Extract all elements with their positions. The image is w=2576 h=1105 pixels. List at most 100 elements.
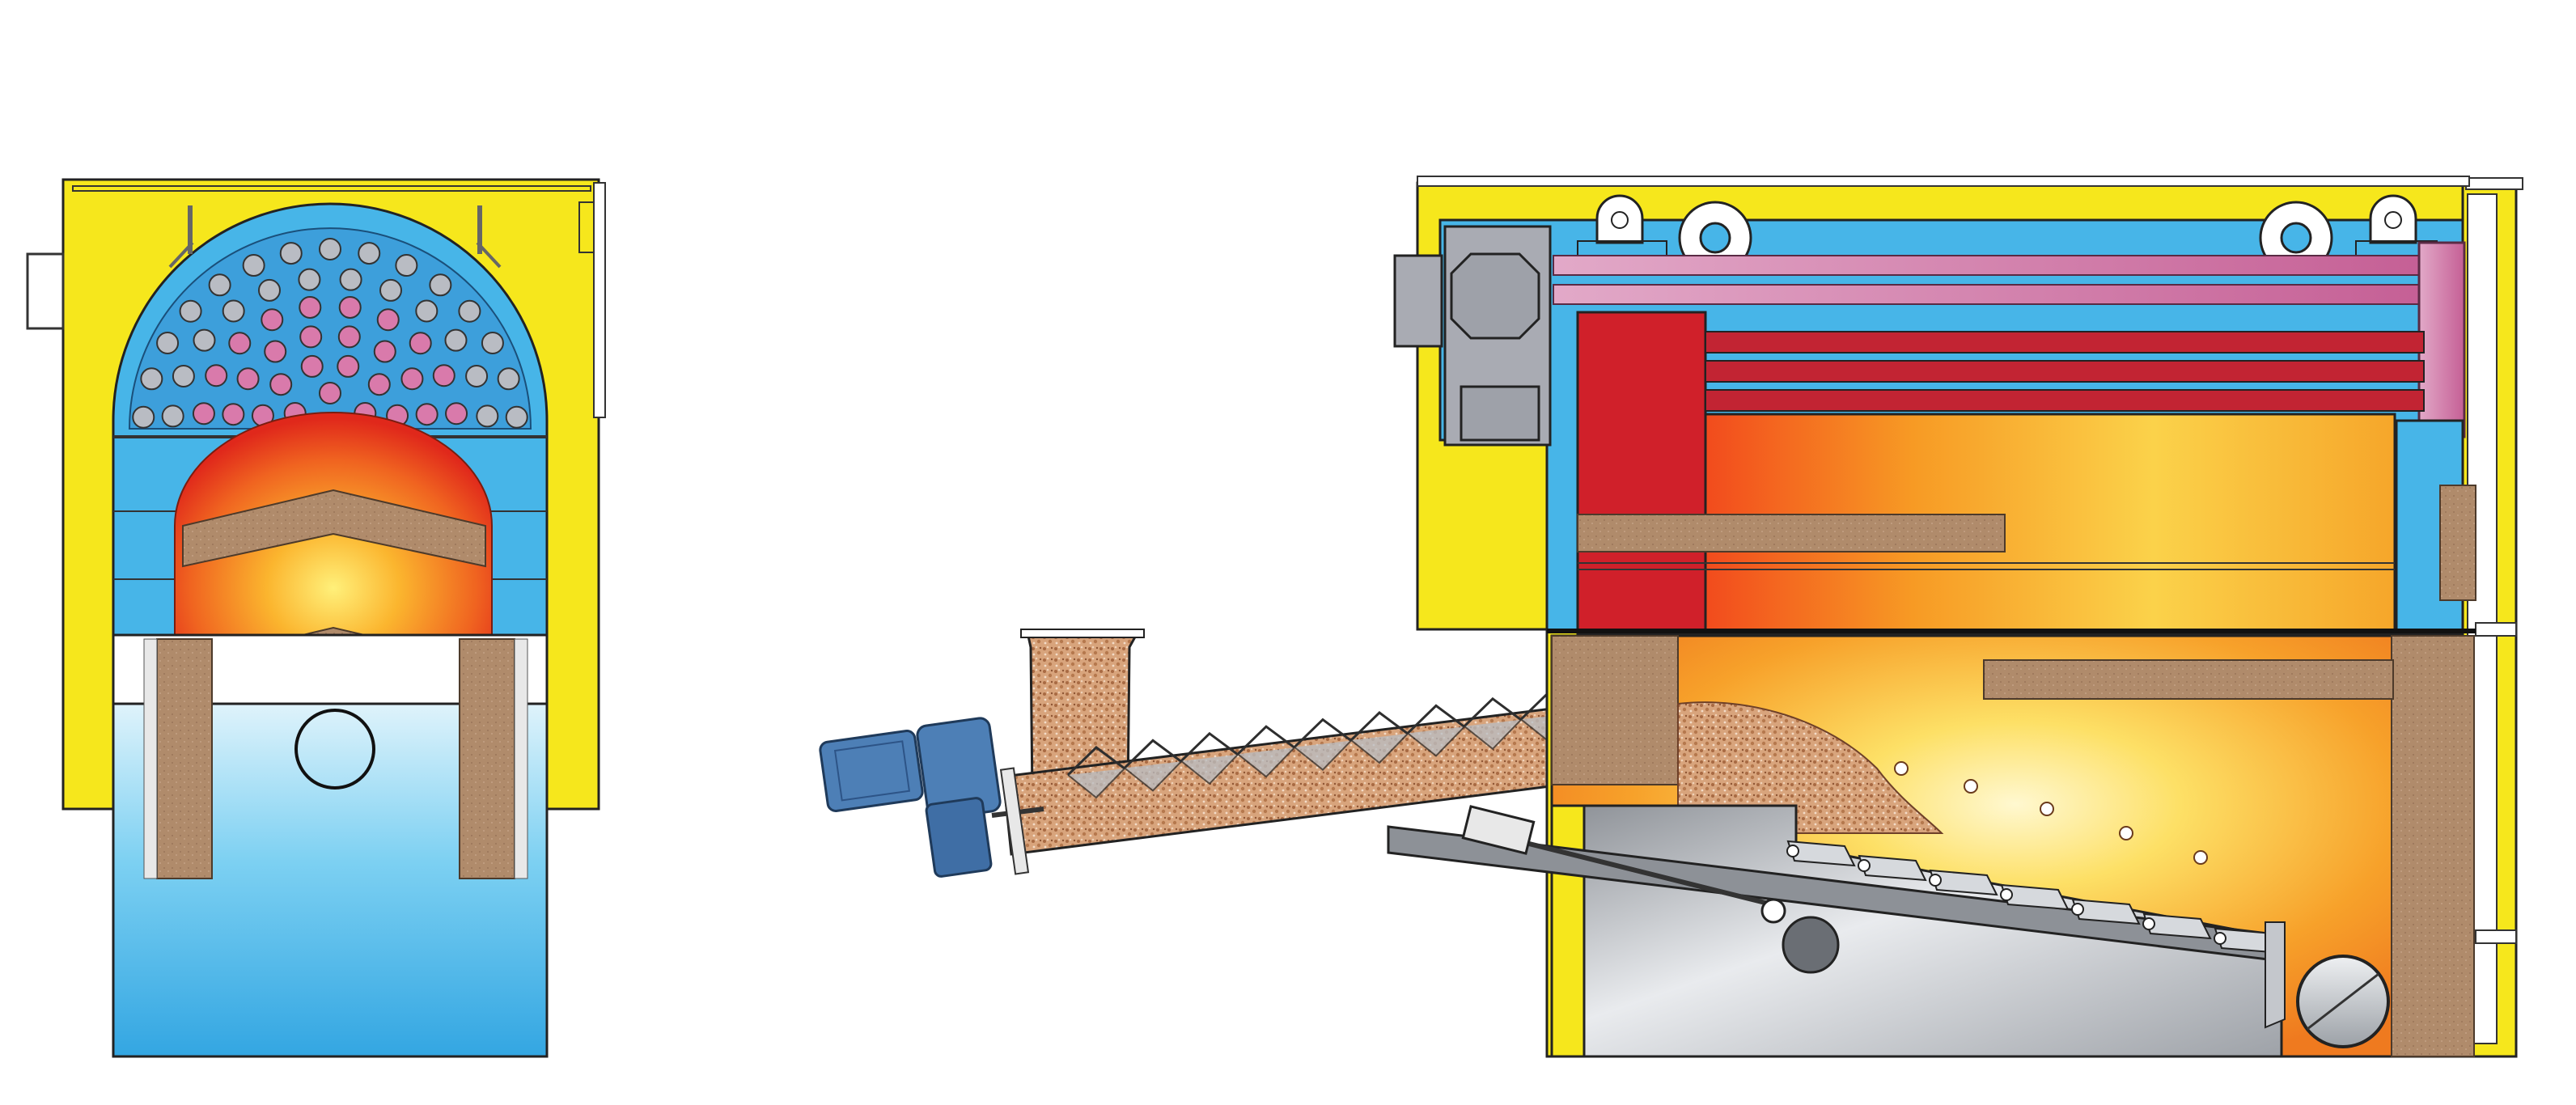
front-liner-left [143, 638, 158, 879]
grate-rear-plate [2265, 921, 2286, 1029]
fuel-pile [1677, 701, 1944, 834]
side-top-frame [1417, 176, 2470, 187]
front-side-bar-right [593, 182, 606, 418]
smoke-tube-pink [236, 367, 260, 391]
hot-tube-2 [1705, 360, 2425, 383]
grate-step-roller [1929, 874, 1942, 887]
refractory-arch [1983, 659, 2394, 700]
front-side-flange-left [26, 252, 65, 330]
inspection-hatch [1460, 385, 1540, 442]
hot-gas-tubes [1576, 311, 2425, 636]
refractory-rear-wall [2391, 635, 2475, 1057]
front-refractory-right [459, 638, 515, 879]
smoke-tube-grey [481, 332, 504, 354]
smoke-tube-grey [179, 299, 202, 323]
side-rear-cap [2465, 177, 2523, 190]
smoke-tube-grey [140, 367, 163, 391]
front-bracket-right [477, 205, 482, 254]
flange-right-bore [2280, 222, 2312, 254]
smoke-return-chamber [2417, 241, 2466, 438]
refractory-front-wall [1551, 635, 1679, 785]
smoke-tube-pink [228, 332, 252, 355]
front-flame [174, 412, 493, 696]
smoke-tube-grey [429, 273, 452, 297]
smoke-tube-grey [279, 242, 303, 265]
smoke-tube-grey [132, 405, 155, 429]
flange-left-bore [1699, 222, 1731, 254]
smoke-tube-pink [269, 373, 293, 396]
front-baffle-upper [182, 489, 486, 568]
smoke-tube-2 [1553, 284, 2428, 305]
smoke-tube-1 [1553, 255, 2428, 276]
fuel-hopper-rim [1020, 629, 1145, 638]
front-tube-sheet [128, 227, 532, 430]
smoke-tube-grey [298, 268, 321, 291]
front-refractory-left [156, 638, 213, 879]
smoke-tube-grey [193, 328, 216, 352]
screw-flight [1180, 731, 1239, 762]
smoke-tube-grey [156, 332, 180, 354]
screw-feeder [819, 629, 1693, 878]
screw-flight-lower [1350, 733, 1409, 764]
smoke-tube-grey [465, 364, 489, 387]
grate-pivot [1760, 898, 1786, 924]
grate-step-roller [2214, 932, 2226, 945]
screw-flight [1123, 739, 1182, 769]
ash-auger-outlet-line [2307, 972, 2379, 1031]
smoke-tube-pink [400, 367, 424, 391]
front-smoke-tubes-upper [132, 238, 528, 429]
smoke-tube-pink [338, 295, 362, 319]
moving-grate [1387, 805, 2286, 1029]
front-liner-right [514, 638, 528, 879]
front-hot-chamber [1576, 311, 1707, 636]
smoke-tube-grey [222, 299, 245, 323]
smoke-tube-grey [395, 254, 418, 277]
smoke-tube-grey [444, 328, 468, 352]
air-nozzle [2193, 850, 2208, 865]
smoke-tube-grey [379, 278, 403, 302]
screw-flight [1236, 725, 1295, 756]
smoke-box [1393, 254, 1443, 348]
air-nozzle [1964, 779, 1978, 794]
screw-flight-lower [1180, 754, 1239, 785]
smoke-tube-pink [319, 382, 341, 404]
grate-actuator [1461, 805, 1536, 855]
smoke-tube-grey [358, 242, 381, 265]
screw-flight-lower [1464, 719, 1522, 751]
air-nozzle [2040, 802, 2054, 816]
screw-flight [1463, 696, 1522, 727]
smoke-tube-grey [319, 238, 341, 260]
front-bracket-right-strut [476, 241, 502, 269]
smoke-tube-pink [409, 332, 432, 355]
smoke-tube-pink [299, 325, 323, 349]
front-bracket-left-strut [168, 241, 194, 269]
smoke-tube-pink [300, 354, 324, 378]
feeder-motor-body [819, 730, 924, 812]
smoke-tube-grey [497, 367, 520, 391]
screw-flight-lower [1294, 739, 1352, 771]
smoke-tube-grey [242, 254, 265, 277]
smoke-tube-pink [222, 403, 245, 426]
side-section-view [1387, 176, 2523, 1058]
smoke-tube-pink [337, 354, 360, 378]
smoke-tube-pink [261, 308, 284, 332]
smoke-tube-pink [445, 402, 468, 425]
rear-flange-top [2475, 622, 2517, 637]
screw-flight-lower [1067, 768, 1125, 799]
smoke-tube-pink [376, 308, 400, 332]
smoke-tube-pink [432, 364, 455, 387]
ash-inspection-port [1782, 916, 1840, 974]
air-nozzle [1894, 761, 1909, 776]
rear-flange-bottom [2475, 929, 2517, 944]
rear-baffle-block [2439, 485, 2476, 601]
grate-steps [1786, 840, 2283, 955]
smoke-tube-pink [264, 340, 287, 363]
screw-flight [1349, 711, 1409, 742]
smoke-tube-grey [172, 364, 195, 387]
smoke-tube-pink [205, 364, 228, 387]
smoke-tube-grey [505, 405, 528, 429]
smoke-tubes [1553, 241, 2466, 438]
front-section-view [26, 178, 606, 1058]
grate-step-roller [2142, 917, 2155, 930]
